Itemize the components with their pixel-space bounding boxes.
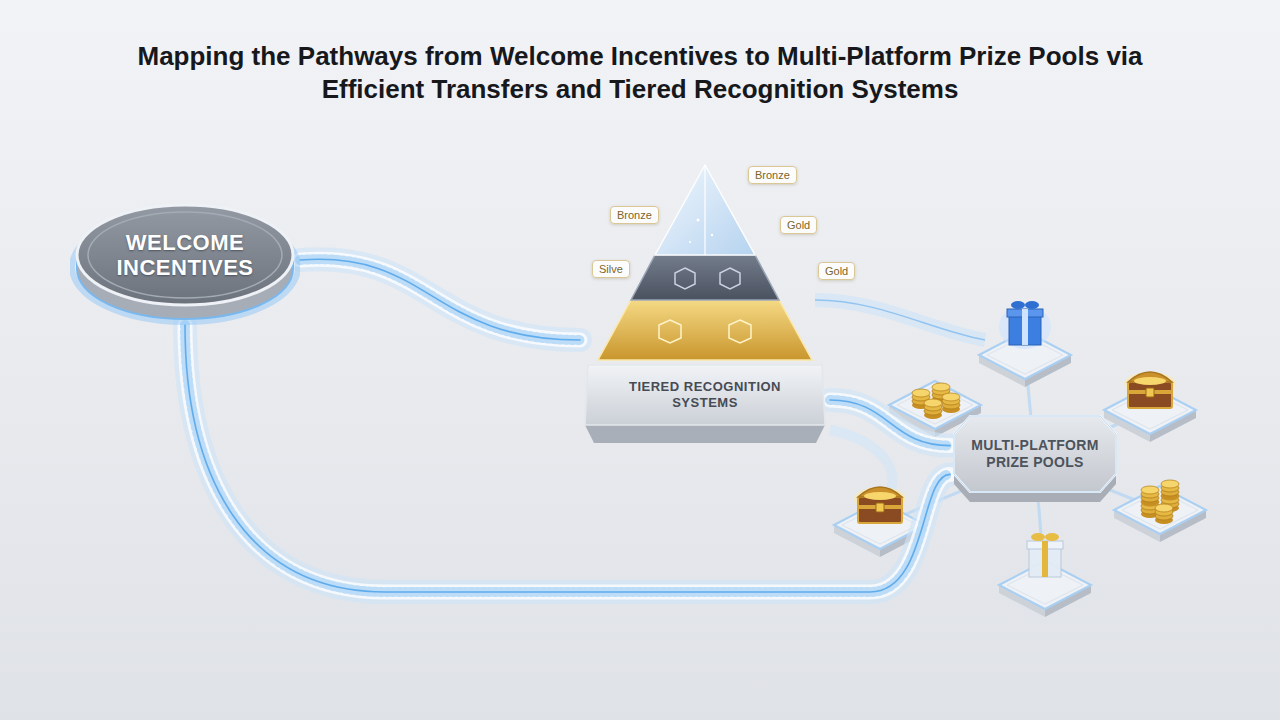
node-label: WELCOME INCENTIVES [95,230,275,281]
lane-stroke [830,400,950,446]
flow-lane [830,400,950,446]
node-label: MULTI-PLATFORM PRIZE POOLS [960,437,1110,471]
tier-tag: Gold [780,216,817,234]
tier-tag: Silve [592,260,630,278]
lane-stroke [185,325,950,592]
lane-stroke [300,259,580,340]
lane-stroke [185,325,950,592]
tier-tag: Bronze [748,166,797,184]
lane-stroke [830,400,950,446]
incentive-disk: WELCOME INCENTIVES [70,195,300,325]
lane-stroke [300,259,580,340]
lane-stroke [185,325,950,592]
lane-stroke [300,259,580,340]
lane-stroke [830,400,950,446]
pyramid-shape [580,160,830,460]
diagram-title: Mapping the Pathways from Welcome Incent… [85,40,1195,107]
flow-lane [300,259,580,340]
lane-stroke [185,325,950,592]
tier-tag: Gold [818,262,855,280]
tier-tag: Bronze [610,206,659,224]
node-label: TIERED RECOGNITION SYSTEMS [610,379,800,410]
flow-lane [185,325,950,592]
lane-stroke [830,400,950,446]
prize-pool-plate: MULTI-PLATFORM PRIZE POOLS [950,412,1120,508]
tier-pyramid: TIERED RECOGNITION SYSTEMS [580,160,830,460]
lane-stroke [300,259,580,340]
